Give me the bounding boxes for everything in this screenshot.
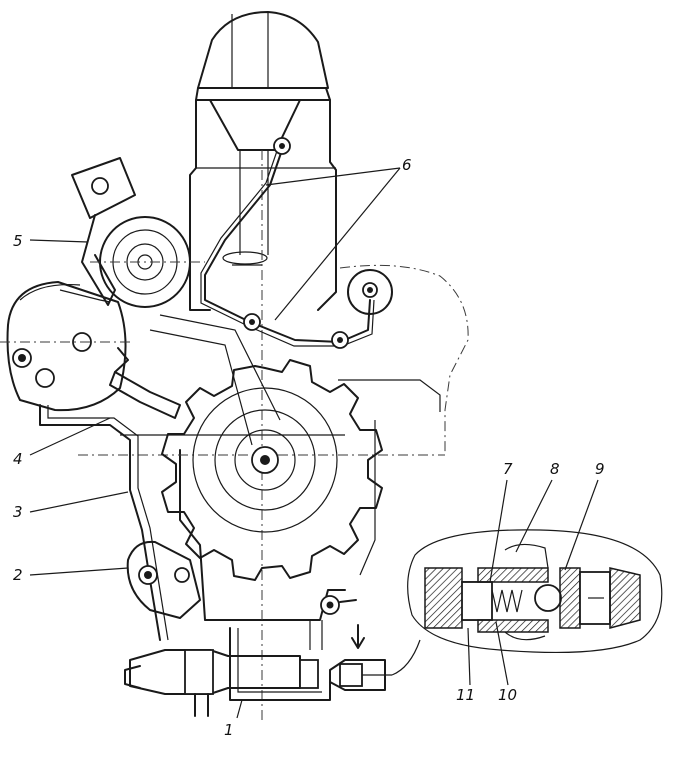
callout-1: 1: [224, 721, 234, 739]
callout-5: 5: [13, 232, 23, 250]
filter-pulley: [90, 216, 205, 308]
oil-pump-filter: [0, 281, 130, 412]
callout-2: 2: [13, 566, 23, 584]
callout-10: 10: [498, 686, 518, 704]
lower-pump: [126, 540, 201, 619]
valve-detail-view: [391, 529, 663, 676]
leader-lines: [29, 167, 599, 719]
filter-bracket: [71, 157, 136, 306]
callout-6: 6: [402, 156, 412, 174]
callout-8: 8: [550, 460, 560, 478]
callout-9: 9: [595, 460, 605, 478]
oil-lines: [39, 137, 375, 641]
connecting-rod: [109, 314, 281, 446]
callout-3: 3: [13, 503, 23, 521]
callout-7: 7: [503, 460, 513, 478]
crankshaft-gear: [161, 359, 383, 581]
callout-11: 11: [456, 686, 476, 704]
engine-block: [78, 11, 469, 720]
oil-pump-assembly: [124, 595, 392, 717]
callout-4: 4: [13, 450, 23, 468]
